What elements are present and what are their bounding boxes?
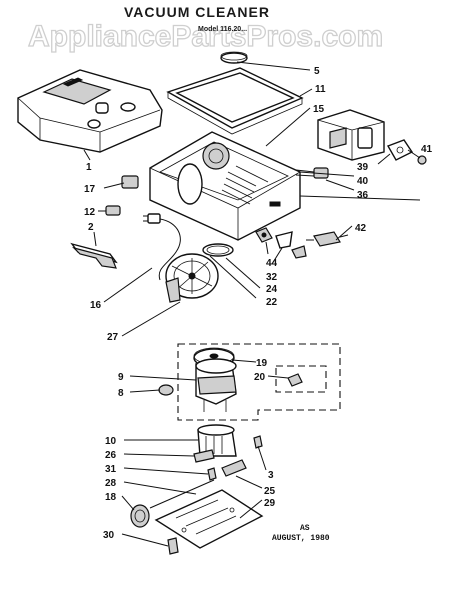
callout-25: 25 xyxy=(264,486,276,497)
part-11-gasket-frame xyxy=(166,67,304,135)
part-31-screw xyxy=(207,467,217,481)
callout-40: 40 xyxy=(357,176,369,187)
callout-29: 29 xyxy=(264,498,276,509)
callout-15: 15 xyxy=(313,104,325,115)
callout-22: 22 xyxy=(266,297,278,308)
part-8-bearing xyxy=(158,384,174,396)
part-3-screw xyxy=(253,435,263,449)
part-24-o-ring xyxy=(206,245,230,255)
callout-32: 32 xyxy=(266,272,278,283)
part-36-switch xyxy=(295,167,329,179)
callout-12: 12 xyxy=(84,207,96,218)
callout-44: 44 xyxy=(266,258,278,269)
part-10-motor-mount xyxy=(197,424,237,457)
part-28-axle xyxy=(149,479,215,509)
callout-10: 10 xyxy=(105,436,117,447)
part-18-wheel xyxy=(130,504,150,528)
callout-24: 24 xyxy=(266,284,278,295)
callout-36: 36 xyxy=(357,190,369,201)
callout-16: 16 xyxy=(90,300,102,311)
part-5-filter-disc xyxy=(220,51,248,64)
part-16-power-cord xyxy=(143,213,181,281)
part-44-clip xyxy=(255,227,273,243)
part-17-switch xyxy=(121,175,139,189)
callout-9: 9 xyxy=(118,372,124,383)
part-39-switch-housing xyxy=(317,109,385,161)
part-29-bottom-plate xyxy=(154,489,264,549)
callout-19: 19 xyxy=(256,358,268,369)
callout-30: 30 xyxy=(103,530,115,541)
model-number: Model 116.20... xyxy=(198,26,247,33)
part-2-bracket xyxy=(70,242,118,269)
part-1-top-cover xyxy=(17,69,163,153)
callout-39: 39 xyxy=(357,162,369,173)
callout-27: 27 xyxy=(107,332,119,343)
part-42-connector xyxy=(306,231,349,247)
date-line-2: AUGUST, 1980 xyxy=(272,534,330,543)
part-12-button xyxy=(105,205,121,216)
callout-labels: 5 11 15 1 17 12 2 16 27 24 22 44 32 42 3… xyxy=(84,66,433,541)
part-27-cord-reel xyxy=(165,253,219,303)
part-20-brush xyxy=(275,365,327,393)
leader-lines xyxy=(83,61,421,547)
callout-41: 41 xyxy=(421,144,433,155)
callout-17: 17 xyxy=(84,184,96,195)
callout-42: 42 xyxy=(355,223,367,234)
callout-1: 1 xyxy=(86,162,92,173)
part-32-bracket-clip xyxy=(275,231,307,259)
motor-assembly-outline xyxy=(177,343,341,421)
part-25-clamp xyxy=(221,459,247,477)
callout-28: 28 xyxy=(105,478,117,489)
diagram-title: VACUUM CLEANER xyxy=(124,4,270,20)
callout-2: 2 xyxy=(88,222,94,233)
date-line-1: AS xyxy=(300,524,310,533)
callout-11: 11 xyxy=(315,84,326,95)
callout-5: 5 xyxy=(314,66,320,77)
part-9-motor xyxy=(195,358,237,412)
part-30-screw xyxy=(167,537,179,555)
part-40-switch-cover xyxy=(386,139,414,161)
callout-20: 20 xyxy=(254,372,266,383)
callout-3: 3 xyxy=(268,470,274,481)
callout-26: 26 xyxy=(105,450,117,461)
part-26-bracket xyxy=(193,449,215,463)
callout-31: 31 xyxy=(105,464,117,475)
callout-8: 8 xyxy=(118,388,124,399)
watermark: AppliancePartsPros.com xyxy=(28,20,383,53)
callout-18: 18 xyxy=(105,492,117,503)
part-15-base-housing xyxy=(149,131,301,241)
